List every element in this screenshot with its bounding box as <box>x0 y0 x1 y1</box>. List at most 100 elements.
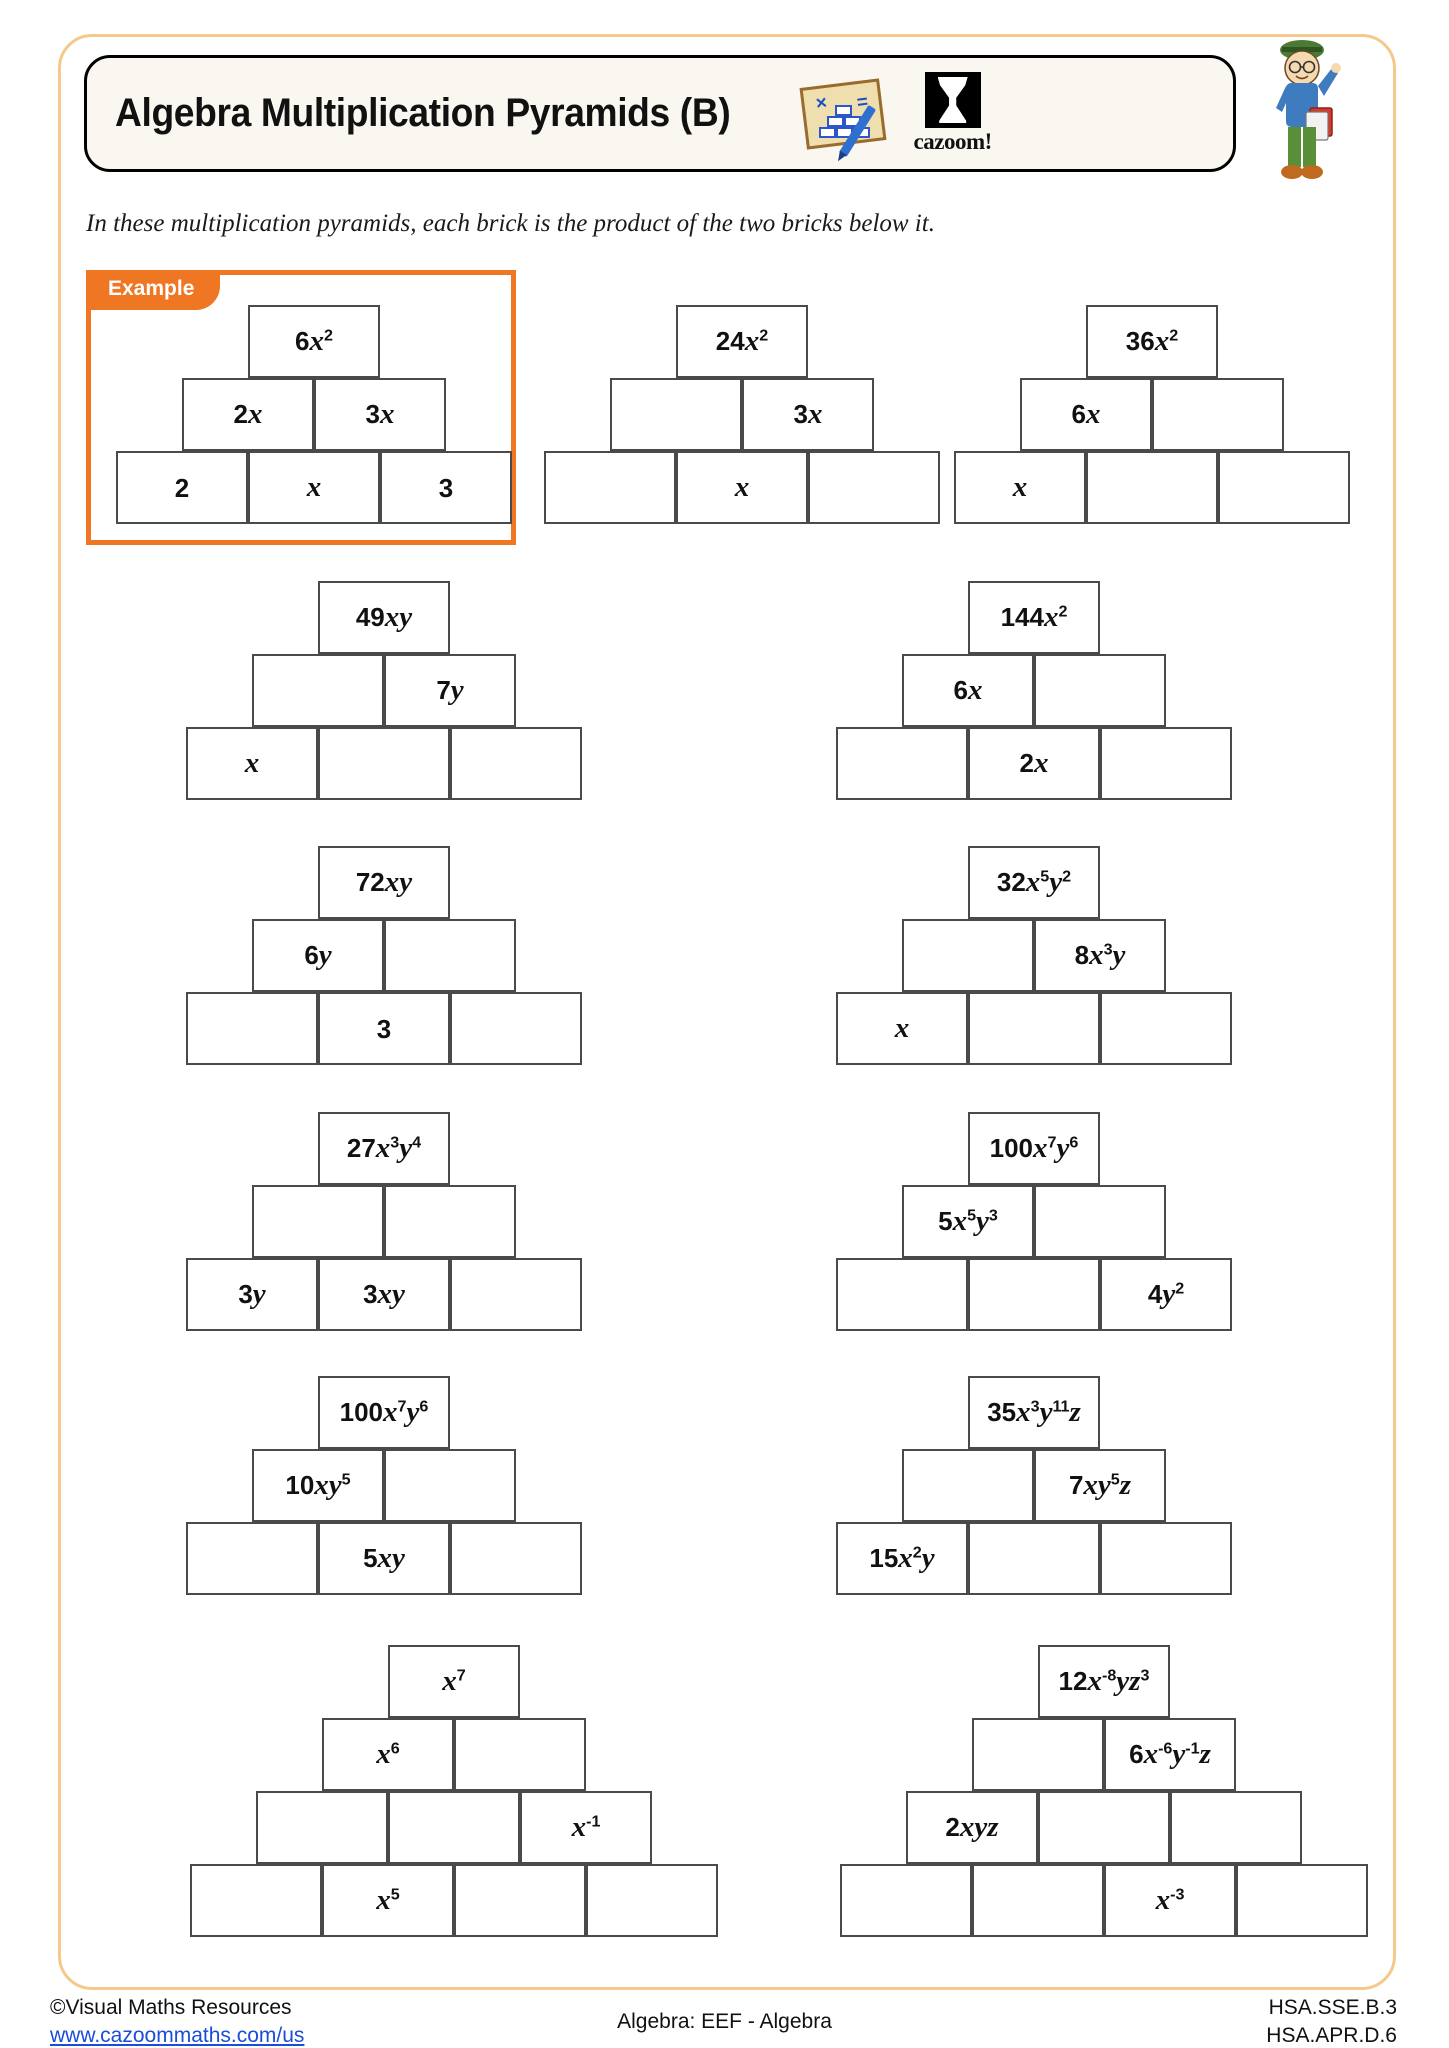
pyramid-brick-blank[interactable] <box>454 1718 586 1791</box>
pyramid-brick-blank[interactable] <box>1100 1522 1232 1595</box>
pyramid-brick-filled[interactable]: 5x5y3 <box>902 1185 1034 1258</box>
pyramid-brick-filled[interactable]: 100x7y6 <box>318 1376 450 1449</box>
pyramid-brick-blank[interactable] <box>808 451 940 524</box>
pyramid-brick-filled[interactable]: 49xy <box>318 581 450 654</box>
pyramid-brick-filled[interactable]: 3y <box>186 1258 318 1331</box>
pyramid-brick-filled[interactable]: 10xy5 <box>252 1449 384 1522</box>
pyramid-brick-blank[interactable] <box>384 1449 516 1522</box>
pyramid-brick-blank[interactable] <box>384 1185 516 1258</box>
pyramid-brick-blank[interactable] <box>972 1718 1104 1791</box>
pyramid-brick-filled[interactable]: 24x2 <box>676 305 808 378</box>
pyramid-brick-filled[interactable]: 32x5y2 <box>968 846 1100 919</box>
pyramid-brick-blank[interactable] <box>968 992 1100 1065</box>
pyramid-brick-blank[interactable] <box>454 1864 586 1937</box>
pyramid-brick-filled[interactable]: 100x7y6 <box>968 1112 1100 1185</box>
pyramid-brick-filled[interactable]: 36x2 <box>1086 305 1218 378</box>
pyramid-brick-filled[interactable]: x-3 <box>1104 1864 1236 1937</box>
pyramid-brick-filled[interactable]: 5xy <box>318 1522 450 1595</box>
pyramid-brick-filled[interactable]: 2xyz <box>906 1791 1038 1864</box>
pyramid-brick-blank[interactable] <box>840 1864 972 1937</box>
pyramid-brick-blank[interactable] <box>1152 378 1284 451</box>
worksheet-header: Algebra Multiplication Pyramids (B) × = … <box>84 55 1236 172</box>
pyramid-brick-filled[interactable]: 72xy <box>318 846 450 919</box>
pyramid-brick-blank[interactable] <box>388 1791 520 1864</box>
note-pencil-icon: × = <box>799 77 891 157</box>
pyramid-brick-filled[interactable]: 6x <box>1020 378 1152 451</box>
pyramid-brick-filled[interactable]: 3x <box>742 378 874 451</box>
pyramid-brick-filled[interactable]: 3x <box>314 378 446 451</box>
pyramid-brick-filled[interactable]: 12x-8yz3 <box>1038 1645 1170 1718</box>
topic-label: Algebra: EEF - Algebra <box>617 2010 832 2033</box>
page-footer: ©Visual Maths Resources www.cazoommaths.… <box>0 1996 1449 2048</box>
pyramid-brick-blank[interactable] <box>902 1449 1034 1522</box>
pyramid-brick-blank[interactable] <box>1038 1791 1170 1864</box>
pyramid-brick-blank[interactable] <box>450 1258 582 1331</box>
pyramid-brick-filled[interactable]: x6 <box>322 1718 454 1791</box>
pyramid-brick-filled[interactable]: 8x3y <box>1034 919 1166 992</box>
pyramid-brick-filled[interactable]: x7 <box>388 1645 520 1718</box>
example-badge: Example <box>86 270 221 310</box>
pyramid-brick-blank[interactable] <box>972 1864 1104 1937</box>
pyramid-brick-blank[interactable] <box>190 1864 322 1937</box>
pyramid-brick-blank[interactable] <box>968 1258 1100 1331</box>
pyramid-brick-filled[interactable]: 15x2y <box>836 1522 968 1595</box>
pyramid-brick-blank[interactable] <box>1218 451 1350 524</box>
pyramid-brick-blank[interactable] <box>384 919 516 992</box>
pyramid-brick-filled[interactable]: x <box>954 451 1086 524</box>
pyramid-brick-blank[interactable] <box>1170 1791 1302 1864</box>
pyramid-brick-filled[interactable]: x-1 <box>520 1791 652 1864</box>
pyramid-brick-filled[interactable]: x5 <box>322 1864 454 1937</box>
standard-code-2: HSA.APR.D.6 <box>1266 2024 1397 2047</box>
pyramid-brick-filled[interactable]: 4y2 <box>1100 1258 1232 1331</box>
pyramid-brick-blank[interactable] <box>318 727 450 800</box>
example-container: Example <box>86 270 516 545</box>
pyramid-brick-blank[interactable] <box>252 654 384 727</box>
pyramid-brick-filled[interactable]: x <box>186 727 318 800</box>
pyramid-brick-blank[interactable] <box>902 919 1034 992</box>
pyramid-brick-filled[interactable]: 3 <box>380 451 512 524</box>
pyramid-brick-filled[interactable]: 3 <box>318 992 450 1065</box>
pyramid-brick-blank[interactable] <box>1086 451 1218 524</box>
cazoom-mark-icon <box>924 72 981 128</box>
pyramid-brick-blank[interactable] <box>836 727 968 800</box>
pyramid-brick-blank[interactable] <box>450 1522 582 1595</box>
pyramid-brick-blank[interactable] <box>450 992 582 1065</box>
pyramid-brick-filled[interactable]: 6x-6y-1z <box>1104 1718 1236 1791</box>
pyramid-brick-filled[interactable]: 3xy <box>318 1258 450 1331</box>
pyramid-brick-filled[interactable]: 6x <box>902 654 1034 727</box>
pyramid-brick-blank[interactable] <box>186 1522 318 1595</box>
pyramid-brick-filled[interactable]: 2x <box>968 727 1100 800</box>
pyramid-brick-filled[interactable]: 7xy5z <box>1034 1449 1166 1522</box>
pyramid-brick-blank[interactable] <box>968 1522 1100 1595</box>
multiply-symbol: × <box>814 91 828 115</box>
pyramid-brick-blank[interactable] <box>544 451 676 524</box>
pyramid-brick-blank[interactable] <box>186 992 318 1065</box>
page-title: Algebra Multiplication Pyramids (B) <box>115 91 731 135</box>
website-link[interactable]: www.cazoommaths.com/us <box>50 2024 305 2047</box>
pyramid-brick-blank[interactable] <box>1034 1185 1166 1258</box>
pyramid-brick-filled[interactable]: 27x3y4 <box>318 1112 450 1185</box>
pyramid-brick-blank[interactable] <box>252 1185 384 1258</box>
pyramid-brick-blank[interactable] <box>1236 1864 1368 1937</box>
pyramid-brick-filled[interactable]: 7y <box>384 654 516 727</box>
standard-code-1: HSA.SSE.B.3 <box>1268 1996 1397 2019</box>
pyramid-brick-blank[interactable] <box>610 378 742 451</box>
pyramid-brick-filled[interactable]: 6y <box>252 919 384 992</box>
pyramid-brick-filled[interactable]: 2x <box>182 378 314 451</box>
pyramid-brick-filled[interactable]: 2 <box>116 451 248 524</box>
pyramid-brick-filled[interactable]: 35x3y11z <box>968 1376 1100 1449</box>
pyramid-brick-filled[interactable]: x <box>676 451 808 524</box>
copyright-text: ©Visual Maths Resources <box>50 1996 292 2019</box>
pyramid-brick-blank[interactable] <box>1100 992 1232 1065</box>
pyramid-brick-filled[interactable]: x <box>248 451 380 524</box>
pyramid-brick-blank[interactable] <box>256 1791 388 1864</box>
pyramid-brick-blank[interactable] <box>450 727 582 800</box>
pyramid-brick-filled[interactable]: 6x2 <box>248 305 380 378</box>
pyramid-brick-blank[interactable] <box>586 1864 718 1937</box>
pyramid-brick-filled[interactable]: x <box>836 992 968 1065</box>
pyramid-brick-filled[interactable]: 144x2 <box>968 581 1100 654</box>
pyramid-brick-blank[interactable] <box>1034 654 1166 727</box>
brand-name: cazoom! <box>913 129 993 154</box>
pyramid-brick-blank[interactable] <box>1100 727 1232 800</box>
pyramid-brick-blank[interactable] <box>836 1258 968 1331</box>
